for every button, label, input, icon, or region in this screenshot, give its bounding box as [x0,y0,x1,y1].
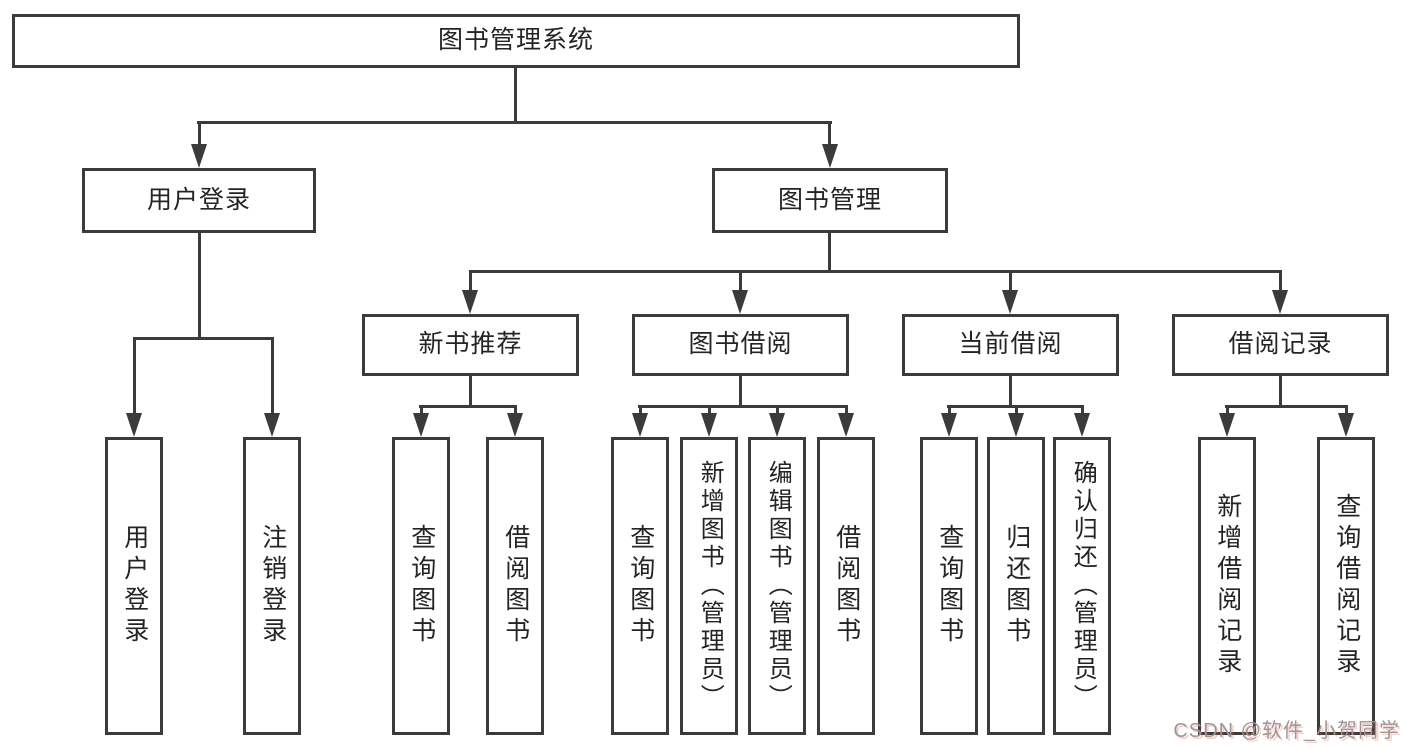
leaf-user-login: 用户登录 [105,437,163,735]
leaf-logout: 注销登录 [243,437,301,735]
arrowhead-down-icon [1272,290,1288,314]
leaf-cb-query-books: 查询图书 [920,437,978,735]
csdn-watermark: CSDN @软件_小贺同学 [1173,720,1400,742]
connector-line-v [420,405,423,415]
arrowhead-down-icon [632,413,648,437]
connector-line-v [469,270,472,292]
connector-line-v [739,270,742,292]
arrowhead-down-icon [941,413,957,437]
arrowhead-down-icon [822,144,838,168]
arrowhead-down-icon [732,290,748,314]
connector-line-h [469,270,1282,273]
node-user-login: 用户登录 [82,168,316,233]
node-root: 图书管理系统 [12,14,1020,68]
leaf-nb-borrow-books: 借阅图书 [486,437,544,735]
connector-line-v [133,337,136,415]
connector-line-v [1081,405,1084,415]
arrowhead-down-icon [1074,413,1090,437]
arrowhead-down-icon [1008,413,1024,437]
arrowhead-down-icon [264,413,280,437]
connector-line-v [1279,270,1282,292]
leaf-bb-edit-books-admin: 编辑图书（管理员） [748,437,806,735]
arrowhead-down-icon [1002,290,1018,314]
connector-line-v [845,405,848,415]
arrowhead-down-icon [769,413,785,437]
connector-line-v [514,405,517,415]
connector-line-h [133,337,274,340]
arrowhead-down-icon [126,413,142,437]
arrowhead-down-icon [507,413,523,437]
connector-line-v [198,233,201,340]
leaf-bb-borrow-books: 借阅图书 [817,437,875,735]
arrowhead-down-icon [701,413,717,437]
node-borrow-records: 借阅记录 [1172,314,1389,376]
connector-line-v [739,374,742,408]
connector-line-v [828,233,831,273]
leaf-bb-add-books-admin: 新增图书（管理员） [680,437,738,735]
connector-line-v [1015,405,1018,415]
connector-line-v [1345,405,1348,415]
connector-line-v [828,121,831,146]
leaf-br-query-record: 查询借阅记录 [1317,437,1375,735]
connector-line-h [1225,405,1348,408]
node-new-book-recommend: 新书推荐 [362,314,579,376]
connector-line-v [1226,405,1229,415]
connector-line-v [1009,374,1012,408]
connector-line-v [198,121,201,146]
connector-line-v [708,405,711,415]
connector-line-v [1279,374,1282,408]
arrowhead-down-icon [1219,413,1235,437]
leaf-bb-query-books: 查询图书 [611,437,669,735]
node-current-borrow: 当前借阅 [902,314,1119,376]
node-book-management: 图书管理 [712,168,948,233]
connector-line-v [776,405,779,415]
arrowhead-down-icon [413,413,429,437]
connector-line-v [271,337,274,415]
connector-line-h [419,405,517,408]
leaf-cb-confirm-return-admin: 确认归还（管理员） [1053,437,1111,735]
node-book-borrow: 图书借阅 [632,314,849,376]
arrowhead-down-icon [1338,413,1354,437]
leaf-nb-query-books: 查询图书 [392,437,450,735]
leaf-br-add-record: 新增借阅记录 [1198,437,1256,735]
arrowhead-down-icon [462,290,478,314]
connector-line-h [197,121,832,124]
connector-line-v [948,405,951,415]
leaf-cb-return-books: 归还图书 [987,437,1045,735]
connector-line-v [1009,270,1012,292]
connector-line-v [514,67,517,124]
connector-line-h [638,405,848,408]
connector-line-v [469,374,472,408]
arrowhead-down-icon [838,413,854,437]
connector-line-v [639,405,642,415]
arrowhead-down-icon [191,144,207,168]
